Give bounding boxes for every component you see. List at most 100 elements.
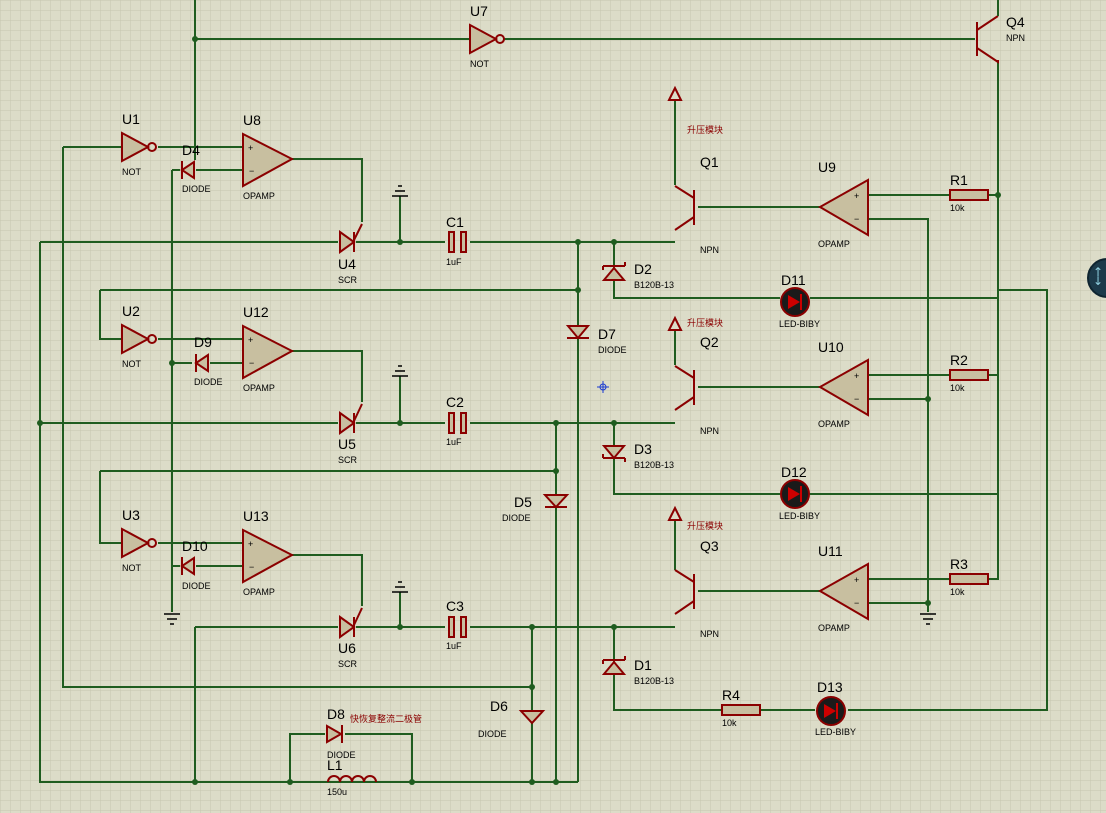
transistor-q1: Q1 NPN (674, 154, 719, 255)
svg-text:+: + (248, 143, 253, 153)
svg-text:10k: 10k (950, 383, 965, 393)
svg-text:U12: U12 (243, 304, 269, 320)
svg-text:+: + (248, 335, 253, 345)
svg-text:+: + (854, 575, 859, 585)
svg-text:U4: U4 (338, 256, 356, 272)
svg-text:LED-BIBY: LED-BIBY (779, 319, 820, 329)
svg-text:D3: D3 (634, 441, 652, 457)
svg-text:OPAMP: OPAMP (243, 191, 275, 201)
boost-terminal-3: 升压模块 (667, 505, 723, 531)
svg-text:升压模块: 升压模块 (687, 520, 723, 531)
led-d11: D11 LED-BIBY (779, 272, 820, 329)
svg-text:D8: D8 (327, 706, 345, 722)
led-d12: D12 LED-BIBY (779, 464, 820, 521)
diode-d10: D10 DIODE (180, 538, 211, 591)
svg-text:DIODE: DIODE (502, 513, 531, 523)
opamp-u10: +− U10 OPAMP (817, 339, 869, 429)
svg-text:+: + (854, 371, 859, 381)
svg-text:U9: U9 (818, 159, 836, 175)
opamp-u9: + − U9 OPAMP (817, 159, 869, 249)
diode-d8: D8 快恢复整流二极管 DIODE (326, 706, 422, 760)
capacitor-c1: C1 1uF (446, 214, 467, 267)
svg-text:升压模块: 升压模块 (687, 317, 723, 328)
svg-text:U11: U11 (818, 543, 843, 559)
svg-text:NPN: NPN (700, 426, 719, 436)
svg-text:U8: U8 (243, 112, 261, 128)
resistor-r1: R1 10k (949, 172, 989, 213)
svg-text:D4: D4 (182, 142, 200, 158)
svg-text:Q2: Q2 (700, 334, 719, 350)
svg-text:Q3: Q3 (700, 538, 719, 554)
boost-terminal-2: 升压模块 (667, 315, 723, 331)
svg-text:OPAMP: OPAMP (243, 383, 275, 393)
svg-text:C1: C1 (446, 214, 464, 230)
diode-d6: D6 DIODE (478, 698, 546, 739)
svg-text:LED-BIBY: LED-BIBY (815, 727, 856, 737)
svg-text:NOT: NOT (122, 563, 142, 573)
capacitor-c2: C2 1uF (446, 394, 467, 447)
svg-text:+: + (854, 191, 859, 201)
junctions (37, 36, 1001, 785)
svg-text:R3: R3 (950, 556, 968, 572)
inductor-l1: L1 150u (327, 757, 377, 797)
svg-text:NPN: NPN (1006, 33, 1025, 43)
not-gate-u2: U2 NOT (121, 303, 157, 369)
diode-d2: D2 B120B-13 (601, 261, 674, 290)
svg-text:OPAMP: OPAMP (243, 587, 275, 597)
svg-text:U2: U2 (122, 303, 140, 319)
led-d13: D13 LED-BIBY (815, 679, 856, 737)
svg-text:U7: U7 (470, 3, 488, 19)
resistor-r2: R2 10k (949, 352, 989, 393)
svg-text:−: − (249, 358, 254, 368)
opamp-u8: +− U8 OPAMP (242, 112, 295, 201)
svg-text:SCR: SCR (338, 275, 358, 285)
svg-text:D12: D12 (781, 464, 807, 480)
not-gate-u7: U7 NOT (469, 3, 505, 69)
svg-text:D9: D9 (194, 334, 212, 350)
diode-d1: D1 B120B-13 (601, 656, 674, 686)
svg-text:OPAMP: OPAMP (818, 239, 850, 249)
diode-d7: D7 DIODE (565, 325, 627, 355)
svg-text:U3: U3 (122, 507, 140, 523)
svg-text:B120B-13: B120B-13 (634, 460, 674, 470)
svg-text:DIODE: DIODE (598, 345, 627, 355)
svg-text:150u: 150u (327, 787, 347, 797)
resistor-r4: R4 10k (721, 687, 761, 728)
svg-text:SCR: SCR (338, 659, 358, 669)
svg-text:U1: U1 (122, 111, 140, 127)
svg-text:DIODE: DIODE (182, 581, 211, 591)
svg-text:10k: 10k (950, 587, 965, 597)
svg-text:快恢复整流二极管: 快恢复整流二极管 (350, 713, 422, 724)
svg-text:R1: R1 (950, 172, 968, 188)
svg-text:B120B-13: B120B-13 (634, 676, 674, 686)
svg-text:DIODE: DIODE (327, 750, 356, 760)
svg-text:D13: D13 (817, 679, 843, 695)
origin-marker (597, 381, 609, 393)
transistor-q4: Q4 NPN (976, 0, 1025, 64)
transistor-q2: Q2 NPN (674, 334, 719, 436)
svg-text:+: + (248, 539, 253, 549)
opamp-u13: +− U13 OPAMP (242, 508, 295, 597)
svg-text:OPAMP: OPAMP (818, 419, 850, 429)
boost-terminal-1: 升压模块 (667, 85, 723, 135)
svg-text:D2: D2 (634, 261, 652, 277)
svg-text:R4: R4 (722, 687, 740, 703)
svg-text:U13: U13 (243, 508, 269, 524)
diode-d5: D5 DIODE (502, 494, 570, 523)
svg-text:DIODE: DIODE (478, 729, 507, 739)
svg-text:D11: D11 (781, 272, 806, 288)
svg-text:1uF: 1uF (446, 257, 462, 267)
opamp-u11: +− U11 OPAMP (817, 543, 869, 633)
not-gate-u1: U1 NOT (121, 111, 157, 177)
resistor-r3: R3 10k (949, 556, 989, 597)
svg-text:D5: D5 (514, 494, 532, 510)
capacitor-c3: C3 1uF (446, 598, 467, 651)
svg-text:10k: 10k (950, 203, 965, 213)
svg-text:D7: D7 (598, 326, 616, 342)
svg-text:C2: C2 (446, 394, 464, 410)
svg-text:−: − (854, 214, 859, 224)
svg-text:NPN: NPN (700, 629, 719, 639)
svg-text:U5: U5 (338, 436, 356, 452)
svg-text:NOT: NOT (122, 167, 142, 177)
